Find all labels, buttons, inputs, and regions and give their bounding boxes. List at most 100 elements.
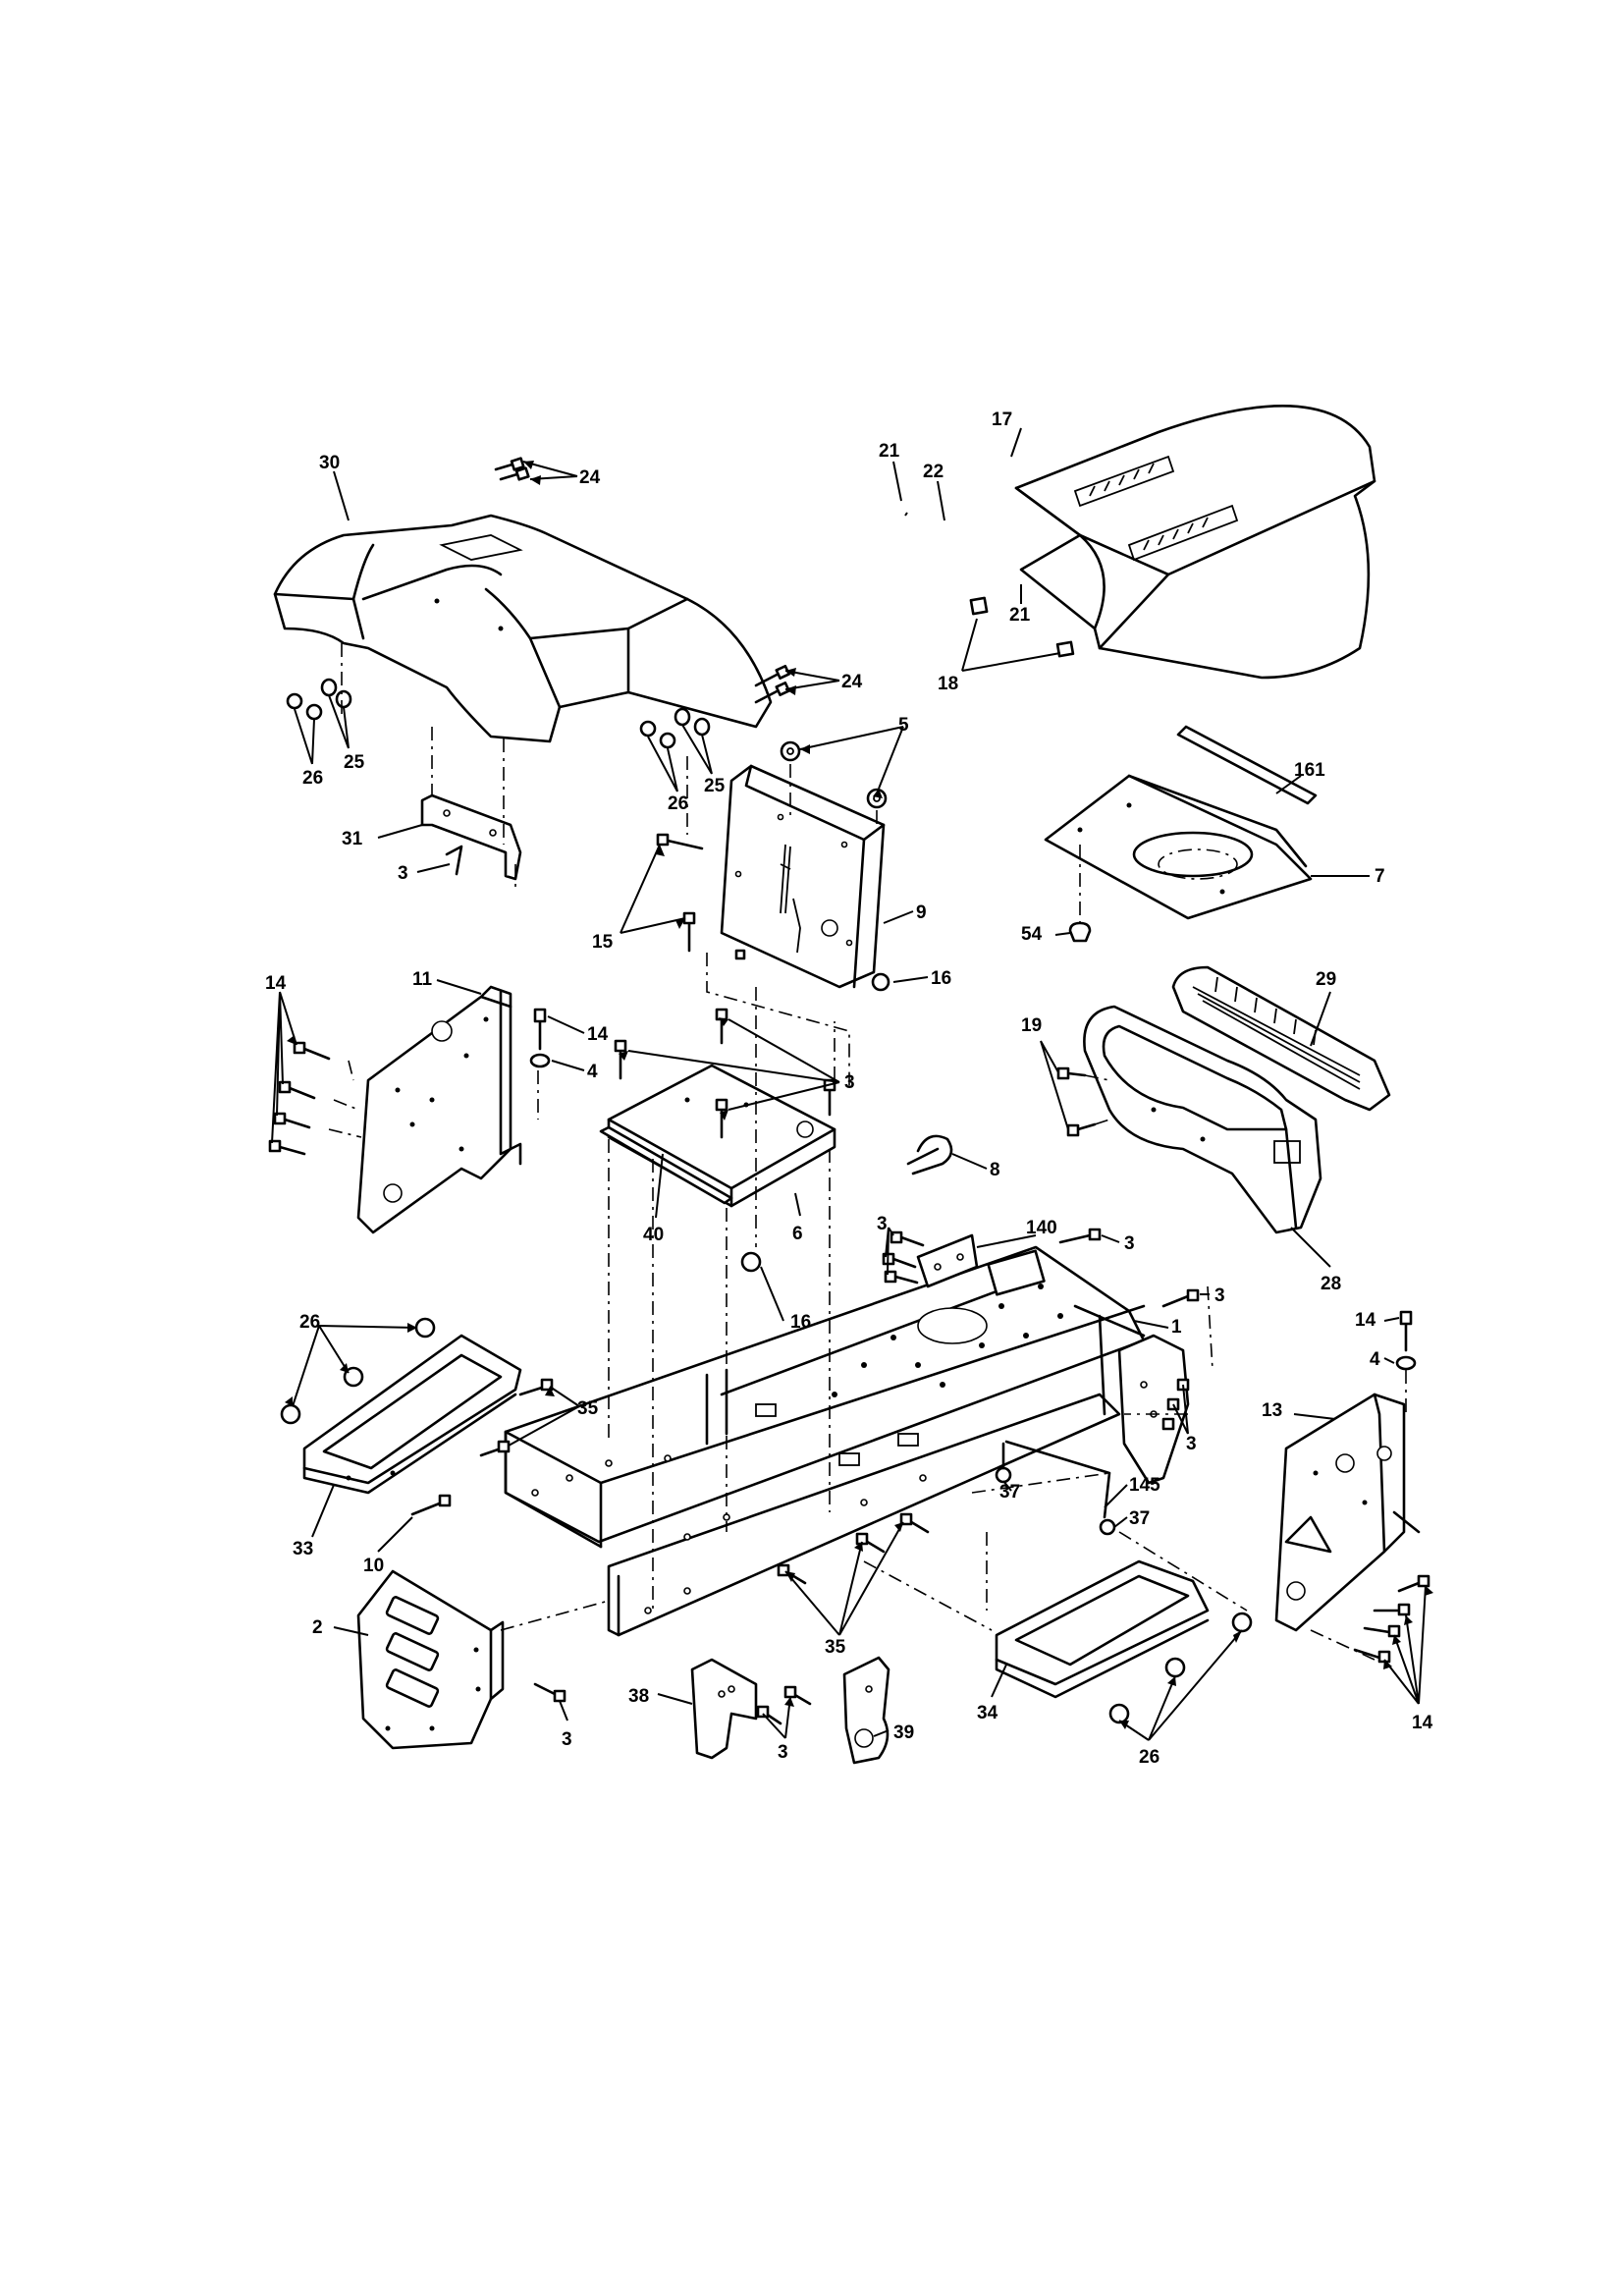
callout-25-right: 25 [704,776,726,796]
side-plate-part-11 [356,985,522,1234]
callout-37-bottom: 37 [1129,1508,1150,1529]
bolt-group-35-left [479,1378,554,1457]
bolt-group-24-top [494,457,530,481]
callout-3-front-left: 3 [562,1729,572,1750]
callout-39: 39 [893,1722,914,1743]
console-part-28 [1083,1005,1322,1234]
callout-40: 40 [643,1225,664,1245]
callout-26-right: 26 [668,793,688,814]
callout-140: 140 [1026,1218,1057,1238]
callout-26-left: 26 [302,768,323,789]
bolt-group-19 [1056,1066,1097,1137]
leader-arrowheads [285,461,1433,1729]
alignment-lines [328,643,1407,1661]
callout-31: 31 [342,829,363,849]
callout-labels: 17 21 22 21 18 30 24 24 25 26 25 26 5 16… [265,410,1433,1768]
bolt-part-15-top [656,833,704,850]
nut-part-16-top [871,972,890,992]
front-bracket-right [1117,1334,1190,1485]
callout-7: 7 [1375,866,1385,887]
callout-16-bottom: 16 [790,1312,811,1333]
bracket-part-140 [916,1233,979,1288]
front-bracket-part-2 [356,1569,505,1750]
side-plate-part-13 [1274,1393,1421,1632]
footrest-part-34 [995,1559,1210,1699]
callout-28: 28 [1321,1274,1341,1294]
bolt-part-15-lower [682,911,696,953]
callout-26-footrest-left: 26 [299,1312,320,1333]
callout-29: 29 [1316,969,1336,990]
bolt-part-3-frame-right [1161,1288,1200,1308]
bracket-part-31 [420,793,522,881]
callout-8: 8 [990,1160,1000,1180]
callout-30: 30 [319,453,340,473]
callout-6: 6 [792,1224,803,1244]
fender-part-30 [273,514,773,743]
callout-14-right-top: 14 [1355,1310,1376,1331]
floor-plate-part-7 [1044,774,1313,920]
washer-part-4-left [529,1053,551,1068]
callout-22: 22 [923,462,944,482]
bolt-part-14-mid [533,1008,547,1051]
callout-10: 10 [363,1556,384,1576]
callout-14-left: 14 [265,973,287,994]
bolt-group-35-bottom [777,1512,930,1585]
bolt-part-3-front-left [533,1682,566,1703]
callout-5: 5 [898,715,909,736]
bracket-part-39 [842,1656,890,1765]
rail-part-40 [599,1125,733,1205]
bolt-group-3-brackets [756,1685,812,1725]
callout-3-bracket: 3 [398,863,408,884]
bolt-group-3-frame-left [882,1230,925,1285]
main-frame-part-1 [504,1245,1146,1637]
bolt-part-10 [410,1494,452,1516]
callout-35-bottom: 35 [825,1637,846,1658]
nut-washer-group-right [639,707,711,749]
callout-3-frame-right: 3 [1214,1285,1225,1306]
bolt-group-14-left [268,1041,331,1156]
footrest-part-33 [302,1334,522,1495]
callout-11: 11 [412,969,433,990]
bracket-part-38 [690,1658,758,1760]
hood-vent-slots [1073,455,1239,562]
callout-25-left: 25 [344,752,365,773]
bolt-group-24-right [754,664,790,704]
nut-group-26-left [280,1317,436,1425]
callout-161: 161 [1294,760,1325,781]
callout-24-top: 24 [579,467,601,488]
bolt-part-3-frame-right-top [1058,1228,1102,1244]
bolt-part-14-right-top [1399,1310,1413,1352]
callout-3-front-right: 3 [1186,1434,1197,1454]
callout-54: 54 [1021,924,1043,945]
callout-16-top: 16 [931,968,951,989]
callout-21-top: 21 [879,441,900,462]
dash-panel-part-9 [720,764,886,989]
callout-18: 18 [938,674,958,694]
callout-13: 13 [1262,1400,1282,1421]
nut-part-5-right [866,788,888,809]
callout-35-left: 35 [577,1398,599,1419]
clip-part-8 [906,1134,953,1175]
callout-3-frame-right-top: 3 [1124,1233,1135,1254]
callout-14-right: 14 [1412,1713,1433,1733]
callout-3-frame-left: 3 [877,1214,888,1234]
callout-37-top: 37 [999,1482,1020,1503]
washer-part-4-right [1395,1355,1417,1371]
callout-9: 9 [916,902,927,923]
callout-26-footrest-right: 26 [1139,1747,1160,1768]
callout-24-right: 24 [841,672,863,692]
callout-4-left: 4 [587,1062,598,1082]
fastener-part-54 [1068,921,1092,943]
hood-part-17 [969,405,1376,680]
grille-part-29 [1171,965,1391,1112]
callout-145: 145 [1129,1475,1160,1496]
callout-2: 2 [312,1617,323,1638]
callout-3-brackets: 3 [778,1742,788,1763]
nut-part-16-bottom [740,1251,762,1273]
callout-33: 33 [293,1539,313,1559]
callout-4-right: 4 [1370,1349,1380,1370]
callout-3-plate: 3 [844,1072,855,1093]
nut-part-5-left [780,740,801,762]
callout-17: 17 [992,410,1012,430]
